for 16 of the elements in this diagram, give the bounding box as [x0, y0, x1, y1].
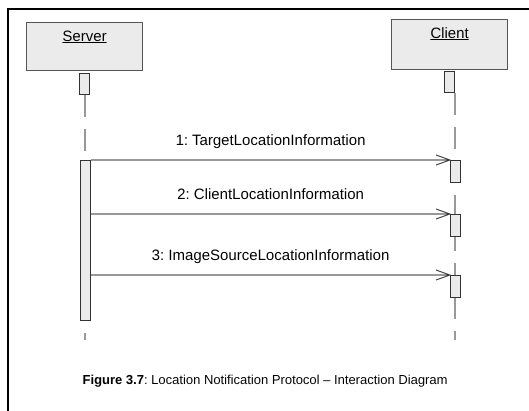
caption: Figure 3.7: Location Notification Protocol – Interaction Diagram: [82, 372, 448, 387]
lifeline-head: [26, 22, 143, 71]
message-arrow: [90, 270, 450, 280]
lifeline-head: [391, 19, 508, 70]
edge-label: 1: TargetLocationInformation: [174, 132, 368, 149]
activation-bar: [450, 275, 461, 298]
activation-bar: [450, 214, 461, 237]
edge-label: 3: ImageSourceLocationInformation: [150, 247, 392, 264]
message-arrow: [90, 208, 450, 220]
object-name: Server: [62, 28, 107, 45]
message-arrow: [90, 154, 450, 166]
activation-bar: [80, 160, 91, 321]
object-name: Client: [430, 25, 469, 42]
activation-bar: [450, 160, 461, 183]
activation-bar: [444, 71, 455, 93]
activation-bar: [79, 73, 90, 95]
